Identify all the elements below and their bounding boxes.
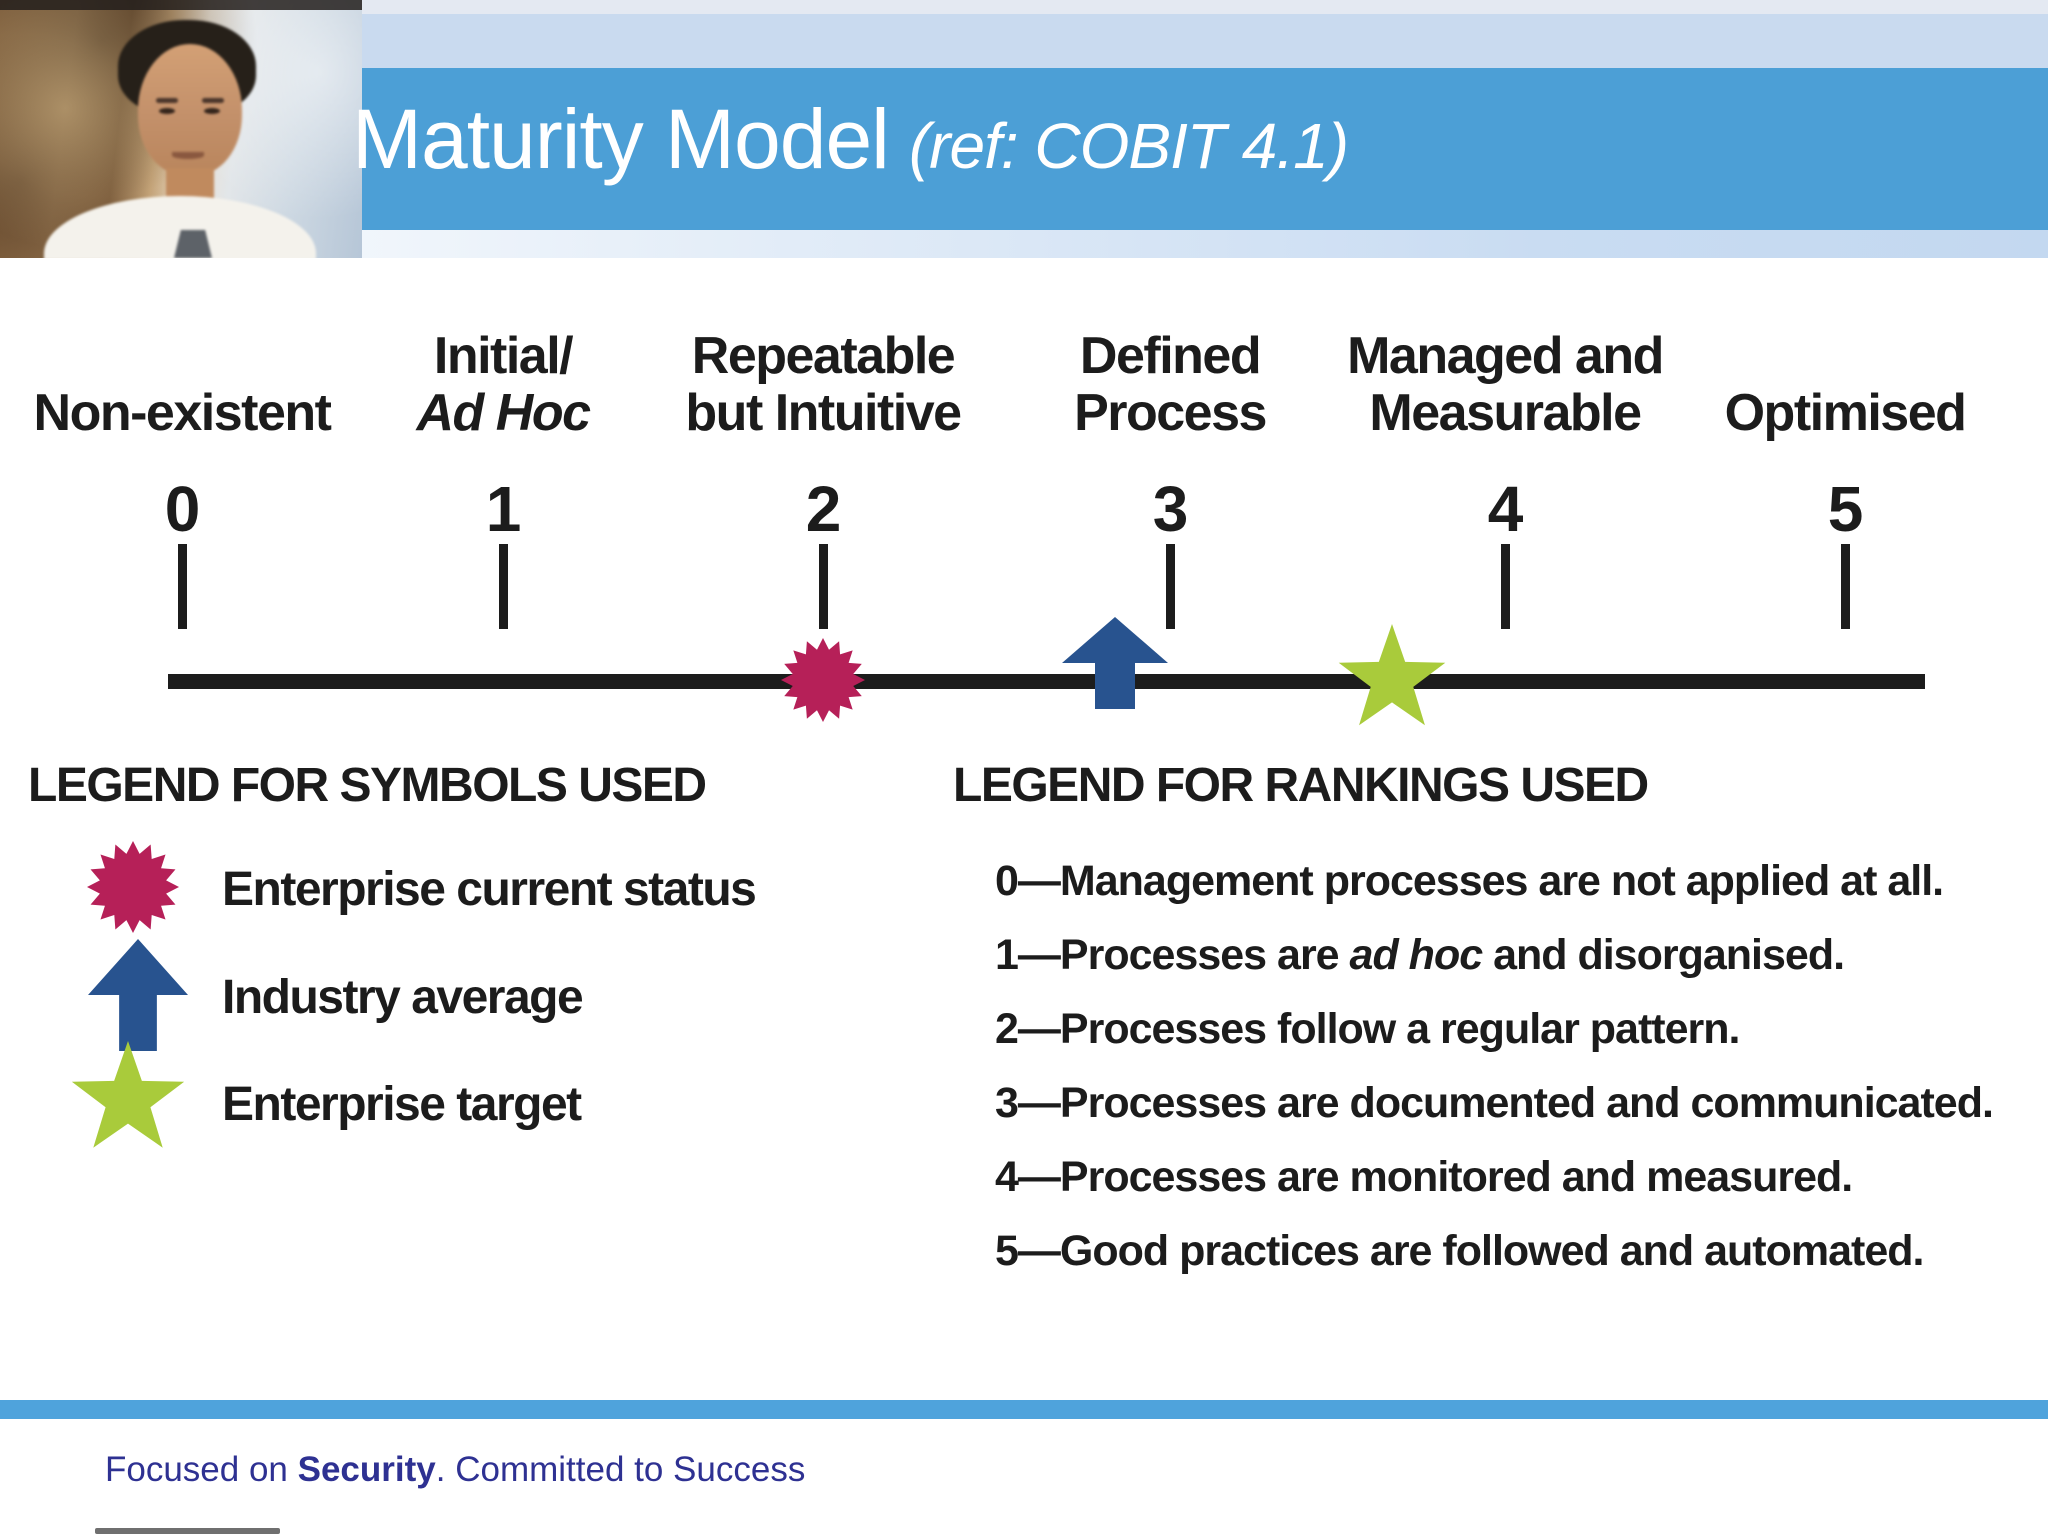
symbols-legend-label: Enterprise target [222, 1078, 582, 1131]
industry-average-marker arrow-up-icon [1062, 617, 1168, 709]
tick-mark [1840, 544, 1850, 629]
em-dash: — [1017, 1079, 1061, 1127]
figure-eyebrow [156, 98, 178, 103]
star-icon [71, 1041, 185, 1148]
maturity-level-5: Optimised 5 [1655, 322, 2035, 629]
level-label: Defined Process [1074, 327, 1267, 442]
tick-mark [177, 544, 187, 629]
figure-eyebrow [202, 98, 224, 103]
enterprise-current-status-marker starburst-icon [781, 638, 865, 722]
em-dash: — [1017, 857, 1061, 905]
maturity-level-2: Repeatable but Intuitive 2 [633, 322, 1013, 629]
footer-tagline: Focused on Security. Committed to Succes… [105, 1450, 806, 1489]
starburst-icon [87, 841, 179, 933]
ranking-item-4: 4—Processes are monitored and measured. [995, 1153, 1853, 1201]
figure-eye [204, 108, 220, 114]
footer-bar [0, 1400, 2048, 1419]
top-band [0, 0, 2048, 14]
tick-mark [818, 544, 828, 629]
scale-axis-line [168, 674, 1925, 689]
page-title-text: Maturity Model [352, 92, 890, 186]
em-dash: — [1017, 1153, 1061, 1201]
maturity-level-3: Defined Process 3 [980, 322, 1360, 629]
ranking-item-5: 5—Good practices are followed and automa… [995, 1227, 1924, 1275]
rankings-legend-heading: LEGEND FOR RANKINGS USED [953, 759, 1649, 812]
symbols-legend-heading: LEGEND FOR SYMBOLS USED [28, 759, 707, 812]
presenter-photo [0, 0, 362, 258]
em-dash: — [1017, 1227, 1061, 1275]
figure-eye [159, 108, 175, 114]
em-dash: — [1017, 1005, 1061, 1053]
tick-mark [1165, 544, 1175, 629]
level-number: 0 [164, 473, 201, 545]
enterprise-target-marker star-icon [1338, 624, 1446, 726]
level-label: Initial/ Ad Hoc [416, 327, 592, 442]
photo-top-edge [0, 0, 362, 10]
presenter-figure [0, 0, 362, 258]
ranking-item-2: 2—Processes follow a regular pattern. [995, 1005, 1740, 1053]
tick-mark [1500, 544, 1510, 629]
em-dash: — [1017, 931, 1061, 979]
level-label: Repeatable but Intuitive [685, 327, 962, 442]
page-title-reference: (ref: COBIT 4.1) [908, 110, 1349, 182]
page-title: Maturity Model(ref: COBIT 4.1) [352, 92, 1349, 193]
level-number: 5 [1827, 473, 1864, 545]
level-label: Non-existent [33, 384, 332, 442]
maturity-level-0: Non-existent 0 [0, 322, 372, 629]
level-number: 4 [1487, 473, 1524, 545]
bottom-edge-artifact [95, 1528, 280, 1534]
level-number: 3 [1152, 473, 1189, 545]
level-number: 2 [805, 473, 842, 545]
ranking-item-1: 1—Processes are ad hoc and disorganised. [995, 931, 1845, 979]
maturity-level-1: Initial/ Ad Hoc 1 [313, 322, 693, 629]
level-number: 1 [485, 473, 522, 545]
level-label: Managed and Measurable [1347, 327, 1664, 442]
maturity-level-4: Managed and Measurable 4 [1315, 322, 1695, 629]
figure-mouth [172, 152, 204, 159]
ranking-item-3: 3—Processes are documented and communica… [995, 1079, 1994, 1127]
figure-tie [174, 230, 212, 258]
tick-mark [498, 544, 508, 629]
symbols-legend-label: Industry average [222, 971, 584, 1024]
arrow-up-icon [88, 939, 188, 1051]
level-label: Optimised [1724, 384, 1967, 442]
ranking-item-0: 0—Management processes are not applied a… [995, 857, 1944, 905]
symbols-legend-label: Enterprise current status [222, 863, 757, 916]
